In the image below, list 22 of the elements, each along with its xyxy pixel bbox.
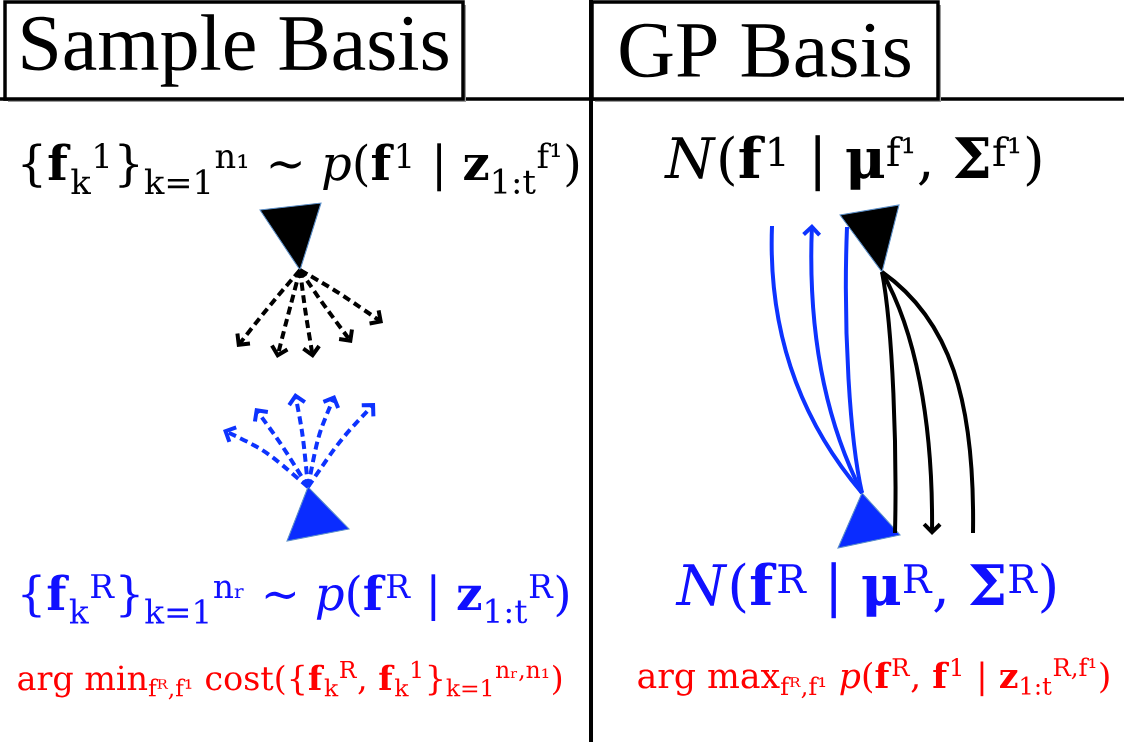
formula: N(f$^{R}$ | μ$^{R}$, Σ$^{R}$) — [675, 562, 1055, 619]
dashed-arrow — [223, 425, 310, 489]
dashed-arrow — [299, 268, 383, 326]
formula: {f$_{k}$$^{R}$}$_{k=1}$$^{nᵣ}$ ∼ p(f$^{R}$ | z$_{1:t}$$^{R}$) — [22, 574, 568, 624]
dashed-arrow — [298, 268, 354, 343]
curved-arrow — [802, 224, 864, 494]
curved-arrow — [880, 271, 942, 535]
line — [880, 271, 898, 534]
dashed-arrow — [298, 269, 321, 358]
formula: arg min$_{fᴿ,f¹}$ cost({f$_{k}$$^{R}$, f$_{k}$$^{1}$}$_{k=1}$$^{nᵣ,n₁}$) — [18, 660, 562, 700]
line — [880, 270, 975, 533]
heading-box: GP Basis — [590, 0, 941, 102]
formula: N(f$^{1}$ | μ$^{f¹}$, Σ$^{f¹}$) — [664, 135, 1041, 192]
dashed-arrow — [235, 268, 302, 347]
formula: {f$_{k}$$^{1}$}$_{k=1}$$^{n₁}$ ∼ p(f$^{1}$ | z$_{1:t}$$^{f¹}$) — [22, 142, 579, 195]
dashed-arrow — [306, 395, 340, 488]
heading-box: Sample Basis — [3, 0, 466, 102]
formula: arg max$_{fᴿ,f¹}$ p(f$^{R}$, f$^{1}$ | z$_{1:t}$$^{R,f¹}$) — [638, 657, 1109, 699]
dashed-arrow — [252, 408, 310, 489]
line — [843, 226, 864, 494]
dashed-arrow — [270, 269, 302, 358]
dashed-arrow — [306, 403, 376, 489]
